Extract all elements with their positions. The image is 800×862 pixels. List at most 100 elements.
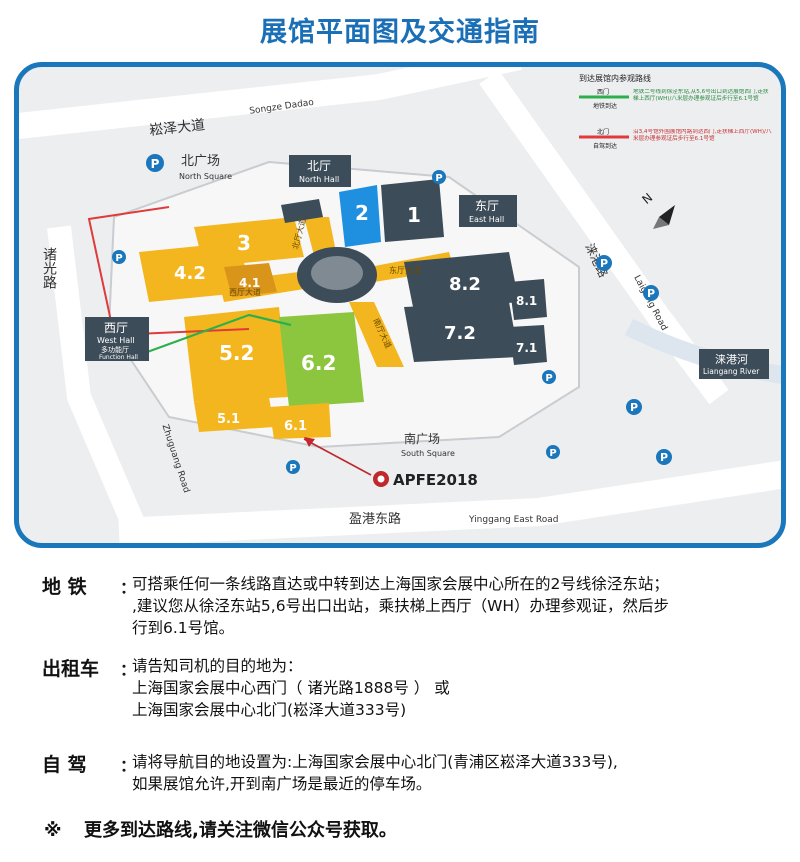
event-marker[interactable]: APFE2018 (373, 471, 478, 489)
zhuguang-road-cn: 诸光路 (41, 247, 57, 289)
legend-north-mode: 自驾到达 (593, 142, 617, 150)
parking-label: P (115, 253, 122, 264)
hall-8-2[interactable] (404, 252, 519, 312)
parking-label: P (289, 463, 296, 474)
parking-east-1[interactable] (596, 255, 612, 271)
parking-east-2[interactable] (643, 285, 659, 301)
parking-south-2[interactable] (546, 445, 560, 459)
hall-7-1[interactable] (509, 325, 547, 365)
hall-4-2-label: 4.2 (174, 263, 206, 284)
event-name: APFE2018 (393, 471, 478, 489)
parking-south-3[interactable] (656, 449, 672, 465)
hall-8-1[interactable] (509, 279, 547, 320)
hall-5-1[interactable] (194, 397, 274, 432)
parking-label: P (545, 373, 552, 384)
hall-2[interactable] (339, 185, 381, 247)
drive-lines: 请将导航目的地设置为:上海国家会展中心北门(青浦区崧泽大道333号), 如果展馆… (132, 750, 618, 795)
east-hall-cn: 东厅 (475, 199, 499, 213)
parking-north-hall[interactable] (432, 170, 446, 184)
hall-6-1[interactable] (269, 403, 331, 439)
route-legend: 到达展馆内参观路线 西门 地铁到达 地铁二号线到徐泾东站,从5,6号出口到达展馆… (579, 73, 772, 150)
songze-road (19, 67, 522, 139)
route-west (138, 313, 292, 357)
parking-labels: P P P P P P P P P P (115, 157, 668, 474)
taxi-line-1: 请告知司机的目的地为： (132, 657, 303, 675)
parking-label: P (151, 157, 160, 171)
north-hall-box[interactable] (289, 155, 351, 187)
songze-road-cn: 崧泽大道 (148, 117, 205, 139)
legend-north-desc: 沿3,4号馆外围展馆内路到达西门,走扶梯上西厅(WH)/八米层办理参观证后步行至… (633, 129, 772, 142)
hall-7-2-label: 7.2 (444, 323, 476, 344)
metro-line-3: 行到6.1号馆。 (132, 619, 235, 637)
river-cn: 涞港河 (715, 353, 748, 366)
hall-1-label: 1 (407, 203, 421, 227)
hall-1[interactable] (381, 179, 444, 242)
yinggang-road (118, 460, 781, 543)
metro-line-2: ,建议您从徐泾东站5,6号出口出站，乘扶梯上西厅（WH）办理参观证，然后步 (132, 597, 670, 615)
taxi-section: 出租车 ： 请告知司机的目的地为： 上海国家会展中心西门（ 诸光路1888号 ）… (42, 654, 450, 721)
hall-4-1[interactable] (224, 263, 277, 297)
colon: ： (120, 578, 137, 597)
parking-label: P (600, 257, 608, 270)
corridor-west-label: 西厅大道 (229, 287, 261, 297)
drive-line-1: 请将导航目的地设置为:上海国家会展中心北门(青浦区崧泽大道333号), (132, 753, 618, 771)
hall-5-2-label: 5.2 (219, 341, 254, 365)
parking-markers (112, 154, 672, 474)
venue-map[interactable]: 2 1 3 4.2 4.1 8.2 8.1 7.2 7.1 5.2 6.2 5.… (14, 62, 786, 548)
function-hall-cn: 多功能厅 (101, 345, 129, 354)
parking-north-square[interactable] (146, 154, 164, 172)
west-hall-box[interactable] (85, 317, 149, 361)
parking-south-1[interactable] (626, 399, 642, 415)
hall-8-1-label: 8.1 (516, 294, 537, 308)
route-event (303, 438, 372, 476)
west-hall-cn: 西厅 (104, 321, 128, 335)
reference-mark-icon: ※ (44, 820, 62, 841)
hall-6-2[interactable] (279, 312, 364, 407)
route-north (87, 206, 250, 337)
yinggang-road-cn: 盈港东路 (349, 511, 401, 527)
north-hall-cn: 北厅 (307, 159, 331, 173)
legend-north-gate: 北门 (597, 128, 609, 136)
west-hall-en: West Hall (97, 336, 135, 345)
footer-note: ※ 更多到达路线,请关注微信公众号获取。 (44, 816, 397, 842)
taxi-line-3: 上海国家会展中心北门(崧泽大道333号) (132, 701, 407, 719)
south-square-cn: 南广场 (404, 431, 440, 446)
map-canvas: 2 1 3 4.2 4.1 8.2 8.1 7.2 7.1 5.2 6.2 5.… (19, 67, 781, 543)
parking-east-3[interactable] (542, 370, 556, 384)
north-hall-en: North Hall (299, 175, 339, 184)
hall-north-lobby[interactable] (281, 199, 323, 223)
drive-label: 自 驾 (42, 754, 87, 776)
drive-line-2: 如果展馆允许,开到南广场是最近的停车场。 (132, 775, 432, 793)
compass-icon: N (639, 190, 675, 229)
north-square-cn: 北广场 (181, 154, 220, 169)
corridor-east-label: 东厅大道 (389, 265, 421, 275)
hall-6-2-label: 6.2 (301, 351, 336, 375)
function-hall-en: Function Hall (99, 354, 138, 361)
east-hall-en: East Hall (469, 215, 504, 224)
colon: ： (120, 756, 137, 775)
footer-text: 更多到达路线,请关注微信公众号获取。 (84, 820, 397, 841)
north-square-en: North Square (179, 172, 232, 181)
compass-label: N (639, 190, 655, 206)
route-event-arrow (304, 437, 315, 447)
taxi-line-2: 上海国家会展中心西门（ 诸光路1888号 ） 或 (132, 679, 450, 697)
metro-label: 地 铁 (42, 576, 87, 598)
river-en: Liangang River (703, 367, 760, 376)
parking-west[interactable] (112, 250, 126, 264)
parking-label: P (435, 173, 442, 184)
hall-7-2[interactable] (404, 302, 519, 362)
hall-5-1-label: 5.1 (217, 412, 240, 427)
parking-label: P (647, 287, 655, 300)
parking-southwest[interactable] (286, 460, 300, 474)
hall-4-2[interactable] (139, 242, 251, 302)
zhuguang-road (47, 225, 151, 542)
yinggang-road-en: Yinggang East Road (468, 515, 558, 525)
drive-section: 自 驾 ： 请将导航目的地设置为:上海国家会展中心北门(青浦区崧泽大道333号)… (42, 750, 618, 795)
south-square-en: South Square (401, 449, 455, 458)
east-hall-box[interactable] (459, 195, 517, 227)
zhuguang-road-en: Zhuguang Road (160, 423, 192, 494)
hall-7-1-label: 7.1 (516, 341, 537, 355)
metro-line-1: 可搭乘任何一条线路直达或中转到达上海国家会展中心所在的2号线徐泾东站； (132, 575, 669, 593)
hall-6-1-label: 6.1 (284, 419, 307, 434)
taxi-lines: 请告知司机的目的地为： 上海国家会展中心西门（ 诸光路1888号 ） 或 上海国… (132, 654, 450, 721)
